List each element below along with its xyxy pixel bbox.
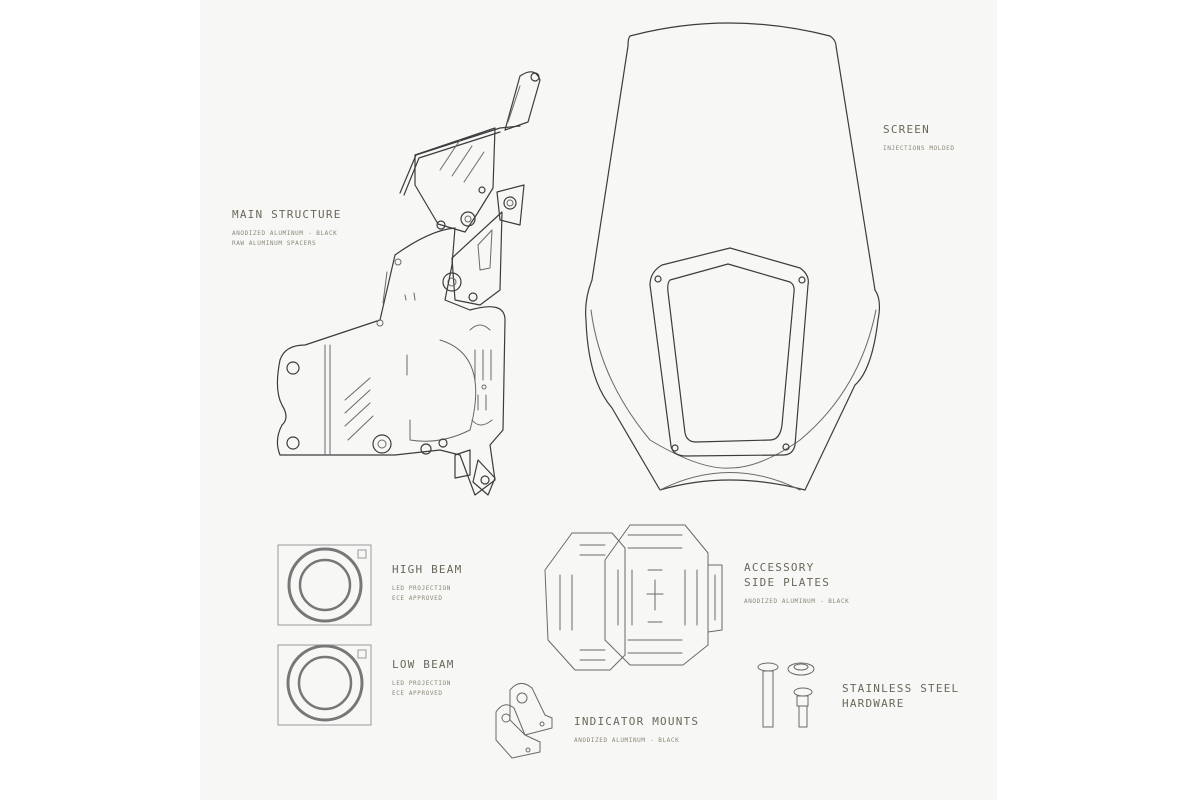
- indicator-mounts-label: INDICATOR MOUNTS ANODIZED ALUMINUM - BLA…: [574, 714, 699, 746]
- high-beam-details: LED PROJECTION ECE APPROVED: [392, 585, 451, 602]
- hardware-label: STAINLESS STEEL HARDWARE: [842, 681, 959, 711]
- stainless-hardware-icon: [757, 662, 815, 728]
- accessory-side-plates-icon: [544, 524, 723, 671]
- low-beam-title: LOW BEAM: [392, 658, 455, 671]
- low-beam-label: LOW BEAM LED PROJECTION ECE APPROVED: [392, 657, 455, 699]
- indicator-mounts-icon: [495, 683, 553, 759]
- accessory-side-plates-title: ACCESSORY SIDE PLATES: [744, 561, 831, 589]
- main-structure-label: MAIN STRUCTURE ANODIZED ALUMINUM - BLACK…: [232, 207, 342, 249]
- diagram-panel: [200, 0, 997, 800]
- high-beam-headlight-icon: [277, 544, 372, 626]
- screen-title: SCREEN: [883, 123, 930, 136]
- indicator-mounts-details: ANODIZED ALUMINUM - BLACK: [574, 737, 680, 744]
- low-beam-details: LED PROJECTION ECE APPROVED: [392, 680, 451, 697]
- indicator-mounts-title: INDICATOR MOUNTS: [574, 715, 700, 728]
- main-structure-bracket-icon: [276, 71, 541, 496]
- accessory-side-plates-label: ACCESSORY SIDE PLATES ANODIZED ALUMINUM …: [744, 560, 849, 607]
- main-structure-title: MAIN STRUCTURE: [232, 208, 342, 221]
- high-beam-label: HIGH BEAM LED PROJECTION ECE APPROVED: [392, 562, 462, 604]
- high-beam-title: HIGH BEAM: [392, 563, 463, 576]
- hardware-title: STAINLESS STEEL HARDWARE: [842, 682, 960, 710]
- screen-label: SCREEN INJECTIONS MOLDED: [883, 122, 955, 154]
- low-beam-headlight-icon: [277, 644, 372, 726]
- main-structure-details: ANODIZED ALUMINUM - BLACK RAW ALUMINUM S…: [232, 230, 338, 247]
- screen-windscreen-icon: [585, 22, 881, 491]
- screen-details: INJECTIONS MOLDED: [883, 145, 955, 152]
- accessory-side-plates-details: ANODIZED ALUMINUM - BLACK: [744, 598, 850, 605]
